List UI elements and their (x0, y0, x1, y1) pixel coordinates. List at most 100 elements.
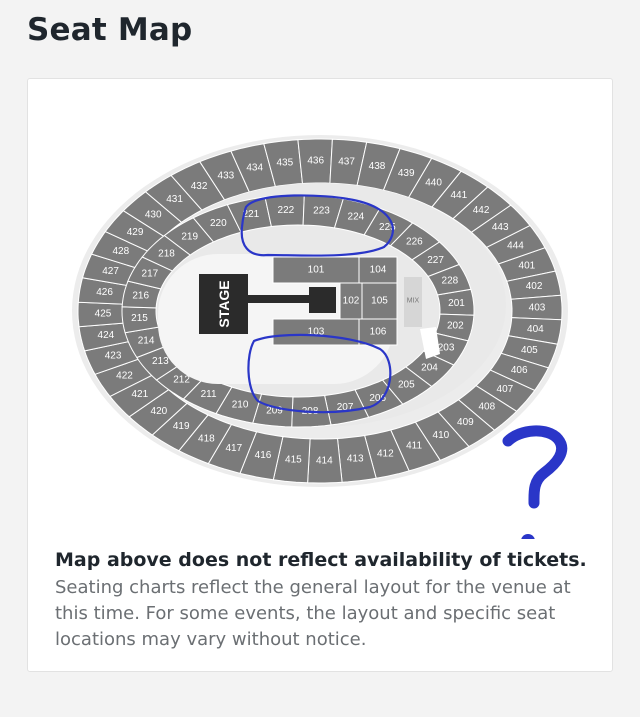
section-label: 424 (98, 330, 115, 341)
section-label: 411 (406, 441, 422, 452)
notice-body: Seating charts reflect the general layou… (55, 577, 571, 650)
page-title: Seat Map (27, 12, 193, 48)
section-label: 409 (457, 417, 474, 428)
section-label: 223 (313, 206, 330, 217)
section-436[interactable]: 436 (297, 138, 333, 185)
section-label: 436 (307, 156, 324, 167)
mix-booth: MIX (404, 277, 440, 359)
section-label: 410 (433, 430, 450, 441)
section-444[interactable]: 444 (485, 224, 546, 265)
section-label: 434 (246, 162, 263, 173)
section-label: 226 (406, 237, 423, 248)
section-label: 209 (266, 405, 283, 416)
section-label: 416 (255, 450, 272, 461)
section-label: 440 (425, 178, 442, 189)
section-label: 423 (105, 351, 122, 362)
section-label: 427 (102, 266, 119, 277)
section-label: 225 (379, 222, 396, 233)
section-228[interactable]: 228 (427, 263, 472, 296)
section-label: 213 (152, 356, 169, 367)
section-label: 202 (447, 320, 464, 331)
section-label: 431 (166, 194, 183, 205)
section-label: 426 (96, 287, 113, 298)
section-label: 422 (116, 371, 133, 382)
notice-title: Map above does not reflect availability … (55, 549, 587, 571)
section-label: 219 (181, 232, 198, 243)
section-label: 420 (151, 406, 168, 417)
section-label: 413 (347, 454, 364, 465)
section-label: 106 (370, 327, 387, 338)
section-label: 102 (343, 296, 360, 307)
section-label: 435 (276, 158, 293, 169)
section-label: 212 (173, 374, 190, 385)
section-label: 210 (232, 400, 249, 411)
section-label: 211 (201, 389, 217, 400)
section-102[interactable]: 102 (339, 282, 363, 320)
section-label: 404 (527, 324, 544, 335)
section-label: 405 (521, 345, 538, 356)
section-label: 432 (191, 181, 208, 192)
section-label: 408 (478, 401, 495, 412)
section-label: 101 (308, 265, 325, 276)
section-label: 419 (173, 421, 190, 432)
section-label: 204 (421, 362, 438, 373)
section-label: 430 (145, 210, 162, 221)
section-403[interactable]: 403 (510, 294, 563, 321)
section-label: 104 (370, 265, 387, 276)
section-label: 103 (308, 327, 325, 338)
section-106[interactable]: 106 (358, 318, 398, 346)
section-label: 425 (95, 309, 112, 320)
section-label: 437 (338, 157, 355, 168)
section-105[interactable]: 105 (361, 282, 398, 320)
section-label: 201 (448, 298, 465, 309)
section-label: 220 (210, 218, 227, 229)
availability-notice: Map above does not reflect availability … (55, 549, 595, 653)
section-label: 433 (218, 170, 235, 181)
section-414[interactable]: 414 (307, 437, 343, 484)
section-label: 441 (450, 190, 467, 201)
section-101[interactable]: 101 (272, 256, 360, 284)
section-label: 205 (398, 379, 415, 390)
section-label: 444 (507, 241, 524, 252)
section-label: 417 (225, 443, 242, 454)
section-label: 216 (132, 291, 149, 302)
section-103[interactable]: 103 (272, 318, 360, 346)
section-label: 224 (348, 211, 365, 222)
section-label: 227 (427, 255, 444, 266)
seat-map[interactable]: 4014024034044054064074084094104114124134… (28, 79, 614, 539)
section-label: 414 (316, 456, 333, 467)
section-label: 105 (371, 296, 388, 307)
circle-lower-sections (247, 333, 392, 414)
section-label: 228 (442, 276, 459, 287)
section-label: 415 (285, 454, 302, 465)
mix-label: MIX (407, 298, 420, 305)
section-label: 206 (369, 393, 386, 404)
section-label: 403 (529, 303, 546, 314)
section-222[interactable]: 222 (264, 194, 305, 228)
section-label: 421 (131, 389, 148, 400)
section-104[interactable]: 104 (358, 256, 398, 284)
section-label: 218 (158, 249, 175, 260)
section-label: 438 (369, 161, 386, 172)
circle-upper-sections (240, 194, 394, 257)
section-label: 215 (131, 313, 148, 324)
section-ring-400: 4014024034044054064074084094104114124134… (77, 138, 563, 484)
section-label: 428 (112, 246, 129, 257)
section-label: 406 (511, 365, 528, 376)
stage-label: STAGE (216, 280, 232, 327)
section-425[interactable]: 425 (77, 301, 130, 328)
section-label: 442 (473, 205, 490, 216)
stage: STAGE (199, 274, 336, 334)
section-label: 439 (398, 168, 415, 179)
section-label: 214 (138, 335, 155, 346)
section-label: 443 (492, 222, 509, 233)
hand-drawn-annotations (240, 194, 568, 539)
section-label: 429 (127, 227, 144, 238)
section-label: 418 (198, 433, 215, 444)
question-mark-scribble (502, 425, 568, 539)
section-label: 217 (142, 269, 159, 280)
section-label: 222 (278, 205, 295, 216)
section-label: 203 (438, 342, 455, 353)
section-label: 402 (526, 281, 543, 292)
